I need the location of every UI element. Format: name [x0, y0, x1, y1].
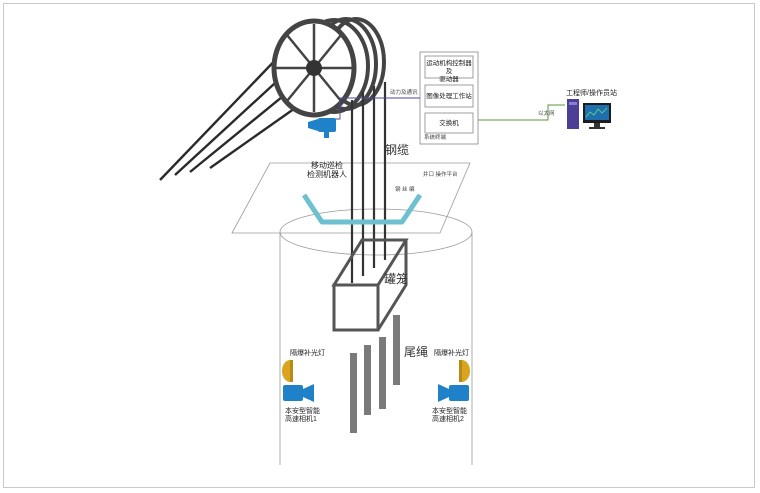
sheave-hub — [306, 60, 322, 76]
tail-rope-1 — [350, 353, 357, 433]
mobile-robot-camera — [308, 118, 336, 138]
ethernet-link — [478, 104, 565, 121]
hoist-ropes — [350, 82, 387, 283]
label-ethernet: 以太网 — [538, 111, 555, 117]
pc-stand — [594, 123, 600, 127]
pc-tower-front — [569, 102, 577, 105]
label-camera-left: 本安型智能 高速相机1 — [285, 408, 320, 424]
tail-rope-3 — [379, 337, 386, 409]
label-lamp-right: 隔爆补光灯 — [434, 350, 469, 357]
label-mobile-robot: 移动巡检 检测机器人 — [307, 161, 347, 179]
cabinet-label-3: 交换机 — [439, 120, 459, 127]
pc-tower — [567, 99, 579, 129]
tail-rope-4 — [393, 315, 400, 385]
label-system-terminal: 系统终端 — [424, 135, 447, 141]
cabinet-label-1: 运动机构控制器及 驱动器 — [425, 60, 473, 83]
label-camera-right-line2: 高速相机2 — [432, 416, 464, 424]
label-workstation: 工程师/操作员站 — [566, 90, 617, 97]
platform-plane — [231, 162, 471, 234]
cabinet-label-2: 图像处理工作站 — [426, 93, 472, 100]
cabinet-box-1 — [424, 55, 474, 79]
cabinet-label-1-line2: 驱动器 — [439, 75, 459, 83]
shaft — [279, 208, 473, 465]
right-lamp — [459, 360, 470, 382]
label-camera-right: 本安型智能 高速相机2 — [432, 408, 467, 424]
label-power-comm: 动力及通讯 — [390, 90, 418, 96]
right-camera — [438, 384, 469, 402]
tail-rope-2 — [364, 345, 371, 415]
label-cage: 罐笼 — [384, 272, 409, 286]
label-mobile-robot-line1: 移动巡检 — [311, 161, 343, 170]
cage — [331, 238, 409, 332]
label-mobile-robot-line2: 检测机器人 — [307, 170, 347, 180]
left-lamp — [282, 360, 293, 382]
cabinet-box-2 — [424, 84, 474, 108]
shaft-top-ellipse — [279, 208, 473, 256]
label-tail-rope: 尾绳 — [404, 345, 429, 359]
cabinet-box-3 — [424, 112, 474, 134]
left-camera — [283, 384, 314, 402]
pc-screen — [585, 105, 609, 120]
workstation-computer — [567, 99, 611, 129]
head-sheave — [271, 17, 386, 118]
label-wire-rope: 钢缆 — [385, 143, 410, 157]
label-lamp-left: 隔爆补光灯 — [290, 350, 325, 357]
pc-screen-graph — [585, 107, 608, 118]
guide-channel — [301, 193, 423, 225]
tail-ropes — [350, 315, 400, 433]
label-camera-left-line1: 本安型智能 — [285, 408, 320, 415]
cabinet-label-1-line1: 运动机构控制器及 — [426, 60, 472, 75]
cage-side — [376, 240, 408, 331]
cage-front — [332, 283, 380, 332]
image-frame — [3, 3, 755, 488]
label-channel: 钢 丝 编 — [395, 187, 415, 193]
label-platform: 井口 操作平台 — [423, 172, 458, 178]
label-camera-right-line1: 本安型智能 — [432, 408, 467, 415]
label-camera-left-line2: 高速相机1 — [285, 416, 317, 424]
pc-base — [589, 127, 605, 129]
robot-cable — [333, 97, 420, 120]
control-cabinet — [419, 51, 479, 145]
